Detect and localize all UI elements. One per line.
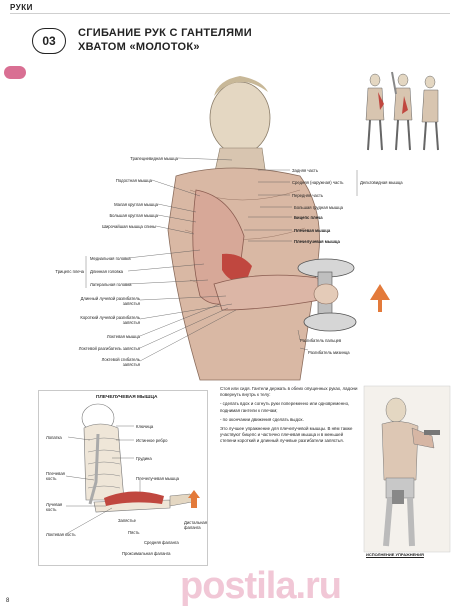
label-teres-major: Большая круглая мышца [109,213,158,218]
inset-label-proximal-phalanx: Проксимальная фаланга [122,551,171,556]
inset-skeleton-illustration [65,403,200,535]
direction-arrow-icon [370,284,390,312]
label-fcu-line2: запястья [122,362,140,367]
dumbbell-bottom-plate [303,312,357,332]
inset-label-humerus: Плечевая кость [46,471,65,481]
title-line-1: СГИБАНИЕ РУК С ГАНТЕЛЯМИ [78,27,252,39]
label-anconeus: Локтевая мышца [106,334,140,339]
label-deltoid-rear: Задняя часть [292,168,319,173]
label-trapezius: Трапециевидная мышца [130,156,178,161]
exercise-photo [363,385,451,553]
watermark-logo: postila.ru [180,565,342,607]
description-step-1: - сделать вдох и согнуть руки попеременн… [220,401,350,413]
inset-label-radius: Лучевая кость [46,502,63,512]
section-tab-marker[interactable] [4,66,26,79]
exercise-title: СГИБАНИЕ РУК С ГАНТЕЛЯМИ ХВАТОМ «МОЛОТОК… [78,26,252,54]
inset-brachioradialis [104,491,164,506]
head-shape [209,81,271,155]
inset-label-true-rib: Истинное ребро [136,438,168,443]
label-ecrl-line1: Длинный лучевой разгибатель [80,296,140,301]
exercise-number: 03 [32,28,66,54]
inset-label-scapula: Лопатка [46,435,62,440]
inset-label-wrist: Запястье [118,518,136,523]
label-deltoid-group: Дельтовидная мышца [360,180,403,185]
label-ecrb-line1: Короткий лучевой разгибатель [80,315,140,320]
description-step-2: - по окончании движения сделать выдох. [220,416,304,422]
inset-panel [38,390,208,566]
label-medial-head: Медиальная головка [90,256,131,261]
label-ecrl: Длинный лучевой разгибатель запястья [60,296,140,306]
inset-label-metacarpus: Пясть [128,530,140,535]
label-fcu-line1: Локтевой сгибатель [101,357,140,362]
inset-label-middle-phalanx: Средняя фаланга [144,540,179,545]
photo-caption: ИСПОЛНЕНИЕ УПРАЖНЕНИЯ [366,552,424,557]
inset-label-ulna: Локтевая кость [46,532,76,537]
label-long-head: Длинная головка [90,269,123,274]
label-infraspinatus: Подостная мышца [115,178,152,183]
label-brachioradialis: Плечелучевая мышца [294,239,340,244]
label-brachialis: Плечевая мышца [294,228,331,233]
label-deltoid-front: Передняя часть [292,193,324,198]
section-title: РУКИ [10,3,33,12]
inset-label-distal-phalanx: Дистальная фаланга [184,520,208,530]
label-fcu: Локтевой сгибатель запястья [60,357,140,367]
header-divider [10,13,450,14]
label-ecrb: Короткий лучевой разгибатель запястья [60,315,140,325]
title-line-2: ХВАТОМ «МОЛОТОК» [78,41,200,53]
label-ecu: Локтевой разгибатель запястья [78,346,140,351]
page-number: 8 [6,598,10,604]
inset-label-clavicle: Ключица [136,424,154,429]
inset-arrow-icon [188,490,200,508]
label-deltoid-mid: Средняя (наружная) часть [292,180,344,185]
inset-title: ПЛЕЧЕЛУЧЕВАЯ МЫШЦА [96,395,158,400]
inset-label-brachioradialis: Плечелучевая мышца [136,476,179,481]
label-latissimus: Широчайшая мышца спины [102,224,156,229]
brachioradialis-highlight [222,253,252,283]
exercise-description: Стоя или сидя. Гантели держать в обеих о… [220,386,360,448]
label-lateral-head: Латеральная головка [90,282,132,287]
label-ecrb-line2: запястья [122,320,140,325]
label-pec-major: Большая грудная мышца [294,205,343,210]
inset-label-sternum: Грудина [136,456,152,461]
label-extensor-digitorum: Разгибатель пальцев [300,338,342,343]
description-notes: Это лучшее упражнение для плечелучевой м… [220,426,353,444]
label-ecrl-line2: запястья [122,301,140,306]
label-biceps: Бицепс плеча [294,215,323,220]
label-triceps: Трицепс плеча [55,269,84,274]
exercise-figures-thumbnail [365,71,439,151]
label-extensor-minimi: Разгибатель мизинца [308,350,350,355]
label-teres-minor: Малая круглая мышца [114,202,158,207]
description-intro: Стоя или сидя. Гантели держать в обеих о… [220,386,358,398]
